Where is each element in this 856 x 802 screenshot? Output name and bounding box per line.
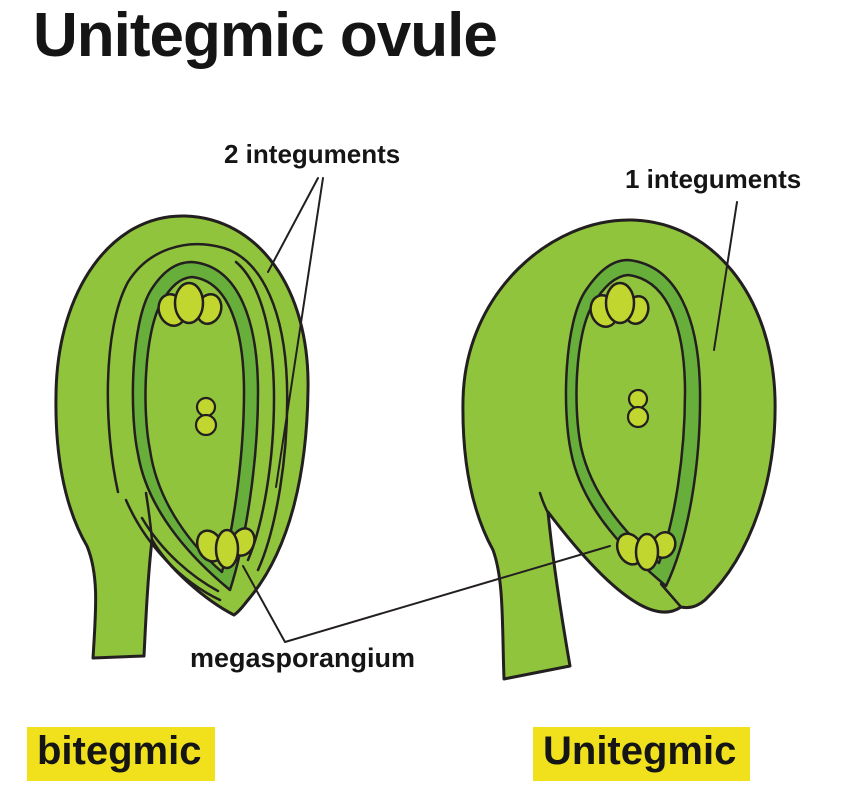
label-1-integuments: 1 integuments xyxy=(625,164,802,194)
caption-unitegmic: Unitegmic xyxy=(533,727,751,781)
unitegmic-chalazal-lobes xyxy=(589,281,650,328)
leader-1-integuments xyxy=(713,201,738,351)
leader-megasporangium xyxy=(242,545,611,643)
bitegmic-embryo-sac-cells xyxy=(194,396,218,437)
leader-lines xyxy=(242,177,738,643)
unitegmic-megasporangium-lobes xyxy=(615,531,677,572)
bitegmic-inner-integument-line xyxy=(234,260,276,562)
unitegmic-funiculus-seam xyxy=(538,491,551,517)
leader-2-integuments-b xyxy=(275,177,324,488)
unitegmic-embryo-sac-cells xyxy=(626,388,650,429)
leader-2-integuments-a xyxy=(267,177,319,273)
bitegmic-micropyle-line-inner xyxy=(140,516,220,593)
bitegmic-chalazal-lobes xyxy=(157,281,223,327)
bitegmic-funiculus-seam xyxy=(144,491,154,543)
page-title: Unitegmic ovule xyxy=(33,1,498,70)
label-2-integuments: 2 integuments xyxy=(224,139,401,169)
label-megasporangium: megasporangium xyxy=(190,643,416,673)
unitegmic-micropyle-channel xyxy=(659,582,683,609)
bitegmic-outer-integument-line xyxy=(106,243,289,572)
bitegmic-megasporangium-lobes xyxy=(195,527,256,570)
caption-bitegmic: bitegmic xyxy=(27,727,216,781)
unitegmic-ovule-figure xyxy=(461,218,777,681)
bitegmic-ovule-figure xyxy=(54,214,310,660)
bitegmic-micropyle-line-outer xyxy=(124,498,222,602)
